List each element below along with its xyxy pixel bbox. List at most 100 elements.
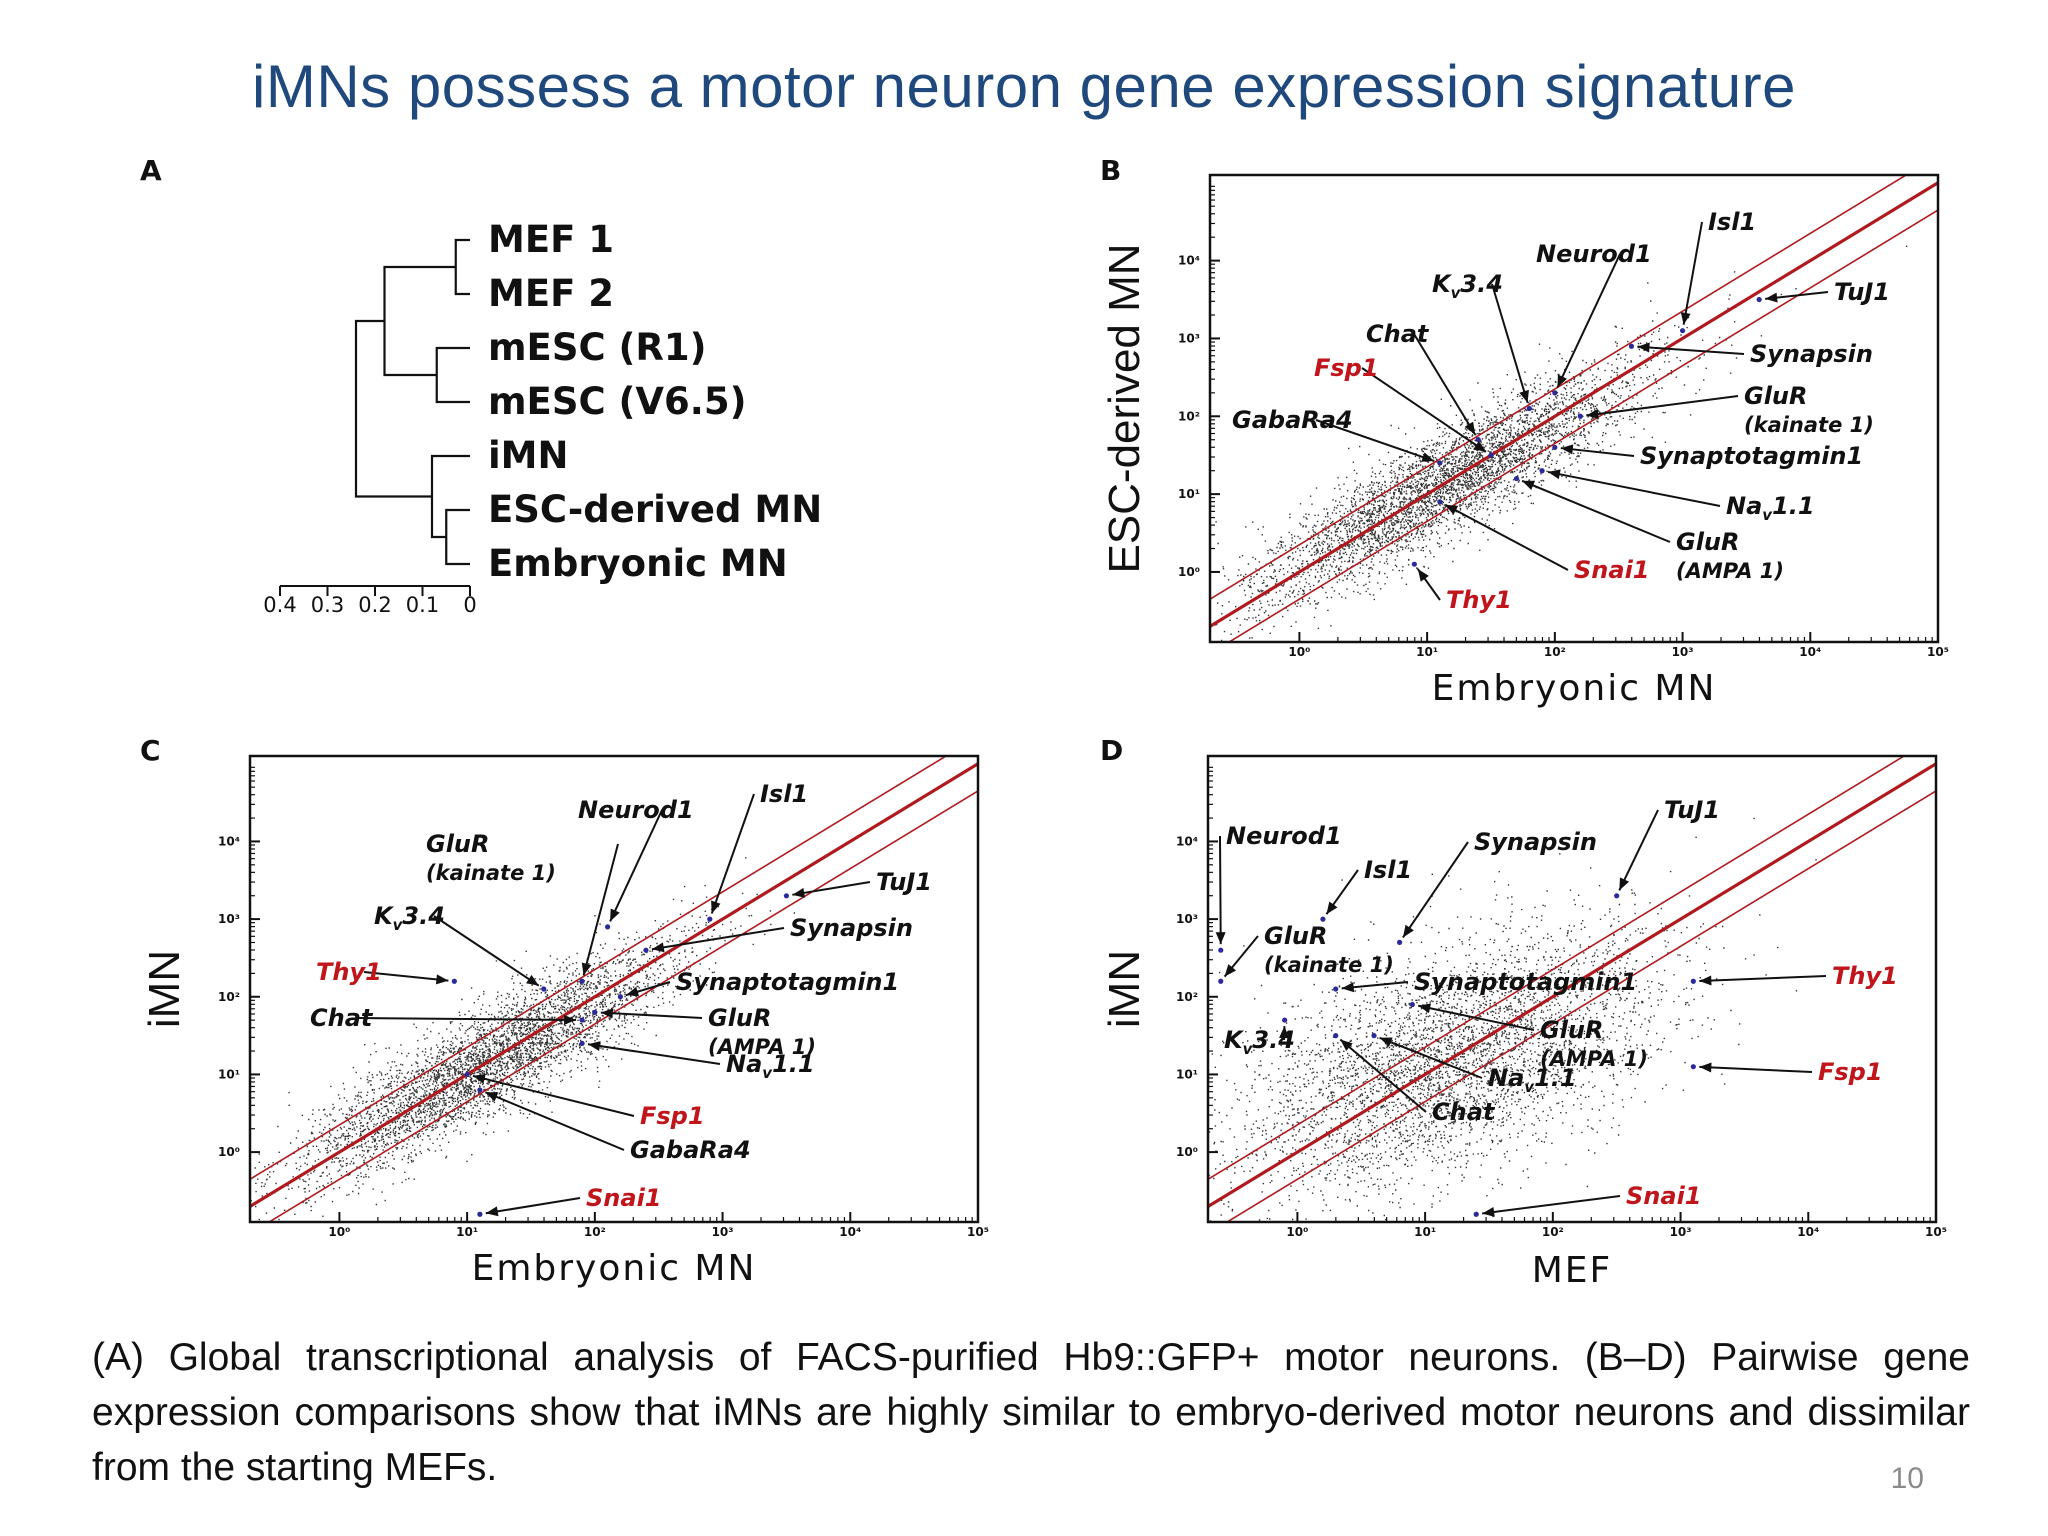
panel-d-gene-label-snai1: Snai1 (1626, 1182, 1702, 1210)
panel-c-gene-arrow (485, 1197, 581, 1215)
panel-b-fold-change-line (1210, 175, 1908, 600)
panel-c-gene-point (707, 916, 713, 922)
panel-d-gene-point (1333, 986, 1339, 992)
panel-c-gene-arrowhead (564, 1014, 577, 1025)
panel-c-gene-label-kv3-4: Kv3.4 (374, 902, 445, 934)
panel-d-gene-point (1218, 947, 1224, 953)
panel-b-gene-label-kv3-4: Kv3.4 (1432, 270, 1503, 302)
panel-b-gene-arrow (1560, 447, 1635, 457)
panel-c-gene-label-gabara4: GabaRa4 (630, 1136, 751, 1164)
panel-b-gene-arrowhead (1637, 342, 1650, 353)
panel-c-gene-point (783, 893, 790, 899)
panel-d-gene-label-synaptotagmin1: Synaptotagmin1 (1414, 968, 1637, 996)
panel-c-gene-label-chat: Chat (310, 1004, 374, 1032)
dendrogram-branch (430, 454, 470, 539)
panel-c-gene-arrow (587, 1043, 721, 1065)
panel-b-x-tick-label: 10² (1544, 645, 1566, 659)
panel-c-gene-label-glur-kainate-1-: GluR(kainate 1) (426, 830, 556, 885)
dendrogram-axis-tick-label: 0.2 (358, 593, 391, 617)
panel-b-gene-point (1526, 405, 1532, 412)
panel-b-gene-label-gabara4: GabaRa4 (1232, 406, 1353, 434)
panel-b-y-axis-title: ESC-derived MN (1100, 243, 1149, 573)
panel-c-gene-arrowhead (485, 1092, 499, 1102)
panel-d-gene-label-neurod1: Neurod1 (1226, 822, 1342, 850)
panel-c-gene-arrowhead (525, 974, 539, 986)
panel-c-gene-label-tuj1: TuJ1 (876, 868, 932, 896)
panel-c-gene-arrow (651, 927, 785, 951)
panel-c-gene-arrowhead (651, 942, 665, 953)
panel-c-gene-arrowhead (792, 887, 805, 898)
dendrogram-axis-tick-label: 0 (463, 593, 476, 617)
panel-c-gene-label-synapsin: Synapsin (790, 914, 913, 942)
panel-d-gene-arrowhead (1418, 1003, 1431, 1014)
panel-c-gene-point (605, 924, 611, 930)
panel-d-x-tick-label: 10³ (1670, 1225, 1692, 1239)
panel-c-x-tick-label: 10⁰ (328, 1225, 350, 1239)
panel-b-gene-label-synaptotagmin1: Synaptotagmin1 (1640, 442, 1863, 470)
dendrogram-axis-tick-label: 0.1 (406, 593, 439, 617)
panel-d-gene-arrowhead (1340, 1039, 1353, 1052)
panel-d-gene-point (1473, 1211, 1479, 1217)
panel-c-gene-point (579, 978, 585, 984)
panel-b-gene-arrowhead (1421, 452, 1435, 462)
panel-b-gene-label-neurod1: Neurod1 (1536, 240, 1652, 268)
panel-c-gene-arrow (609, 809, 663, 922)
panel-d-x-tick-label: 10⁵ (1925, 1225, 1947, 1239)
panel-b-gene-arrowhead (1519, 389, 1529, 403)
panel-d-gene-arrow (1699, 1065, 1813, 1073)
panel-b-gene-point (1552, 444, 1558, 451)
panel-b-y-tick-label: 10² (1178, 409, 1200, 423)
panel-d-gene-label-glur-ampa-1-: GluR(AMPA 1) (1540, 1016, 1648, 1071)
panel-d-gene-arrow (1339, 1038, 1427, 1113)
panel-c-y-axis-title: iMN (140, 950, 189, 1028)
panel-b-gene-arrow (1491, 283, 1529, 404)
panel-b-gene-label-fsp1: Fsp1 (1314, 354, 1379, 382)
panel-d-gene-arrow (1418, 1004, 1535, 1031)
dendrogram-axis-tick-label: 0.4 (263, 593, 296, 617)
panel-d-y-tick-label: 10¹ (1176, 1067, 1198, 1081)
panel-c-gene-arrowhead (626, 986, 640, 997)
panel-d-gene-arrowhead (1482, 1207, 1495, 1217)
panel-d-y-tick-label: 10⁴ (1176, 834, 1198, 848)
panel-b-gene-arrowhead (1557, 374, 1568, 388)
dendrogram-leaf-label: mESC (V6.5) (488, 380, 747, 423)
panel-d-x-tick-label: 10⁰ (1286, 1225, 1308, 1239)
panel-d-gene-point (1690, 978, 1696, 984)
panel-d-gene-label-isl1: Isl1 (1364, 856, 1412, 884)
dendrogram-leaf-label: Embryonic MN (488, 542, 788, 585)
dendrogram-leaf-label: iMN (488, 434, 568, 477)
panel-c-gene-point (464, 1071, 470, 1078)
panel-b-gene-arrow (1682, 221, 1703, 325)
panel-b-gene-point (1628, 343, 1635, 349)
panel-d-gene-arrowhead (1402, 924, 1414, 938)
panel-b-gene-label-snai1: Snai1 (1574, 556, 1650, 584)
panel-b-gene-point (1437, 499, 1443, 505)
panel-d-fold-change-line (1225, 790, 1936, 1222)
panel-b-y-tick-label: 10¹ (1178, 487, 1200, 501)
panel-c-plot-frame (248, 754, 980, 1224)
panel-b-fold-change-line (1227, 209, 1938, 642)
panel-d-gene-arrowhead (1326, 901, 1338, 915)
panel-b-gene-arrowhead (1417, 569, 1429, 582)
dendrogram-axis-tick-label: 0.3 (311, 593, 344, 617)
panel-c-gene-arrowhead (600, 1008, 614, 1019)
panel-c-identity-line (250, 762, 978, 1208)
panel-c-fold-change-line (250, 756, 948, 1180)
panel-c-gene-arrowhead (485, 1206, 499, 1217)
panel-d-gene-label-chat: Chat (1432, 1098, 1496, 1126)
panel-c-x-tick-label: 10² (584, 1225, 606, 1239)
panel-b-gene-point (1756, 296, 1762, 303)
panel-b-points (1210, 175, 1938, 642)
panel-c-gene-arrow (357, 1017, 577, 1022)
panel-b-gene-arrowhead (1522, 480, 1536, 491)
panel-c-gene-label-nav1-1: Nav1.1 (726, 1050, 815, 1082)
panel-b-x-tick-label: 10³ (1672, 645, 1694, 659)
panel-d-gene-arrowhead (1699, 975, 1712, 986)
panel-d-gene-point (1690, 1064, 1696, 1070)
panel-c-letter: C (140, 734, 161, 767)
panel-c-gene-label-neurod1: Neurod1 (578, 796, 694, 824)
panel-d-letter: D (1100, 734, 1123, 767)
panel-b-gene-point (1411, 561, 1417, 567)
panel-b-x-axis-title: Embryonic MN (1432, 668, 1717, 709)
